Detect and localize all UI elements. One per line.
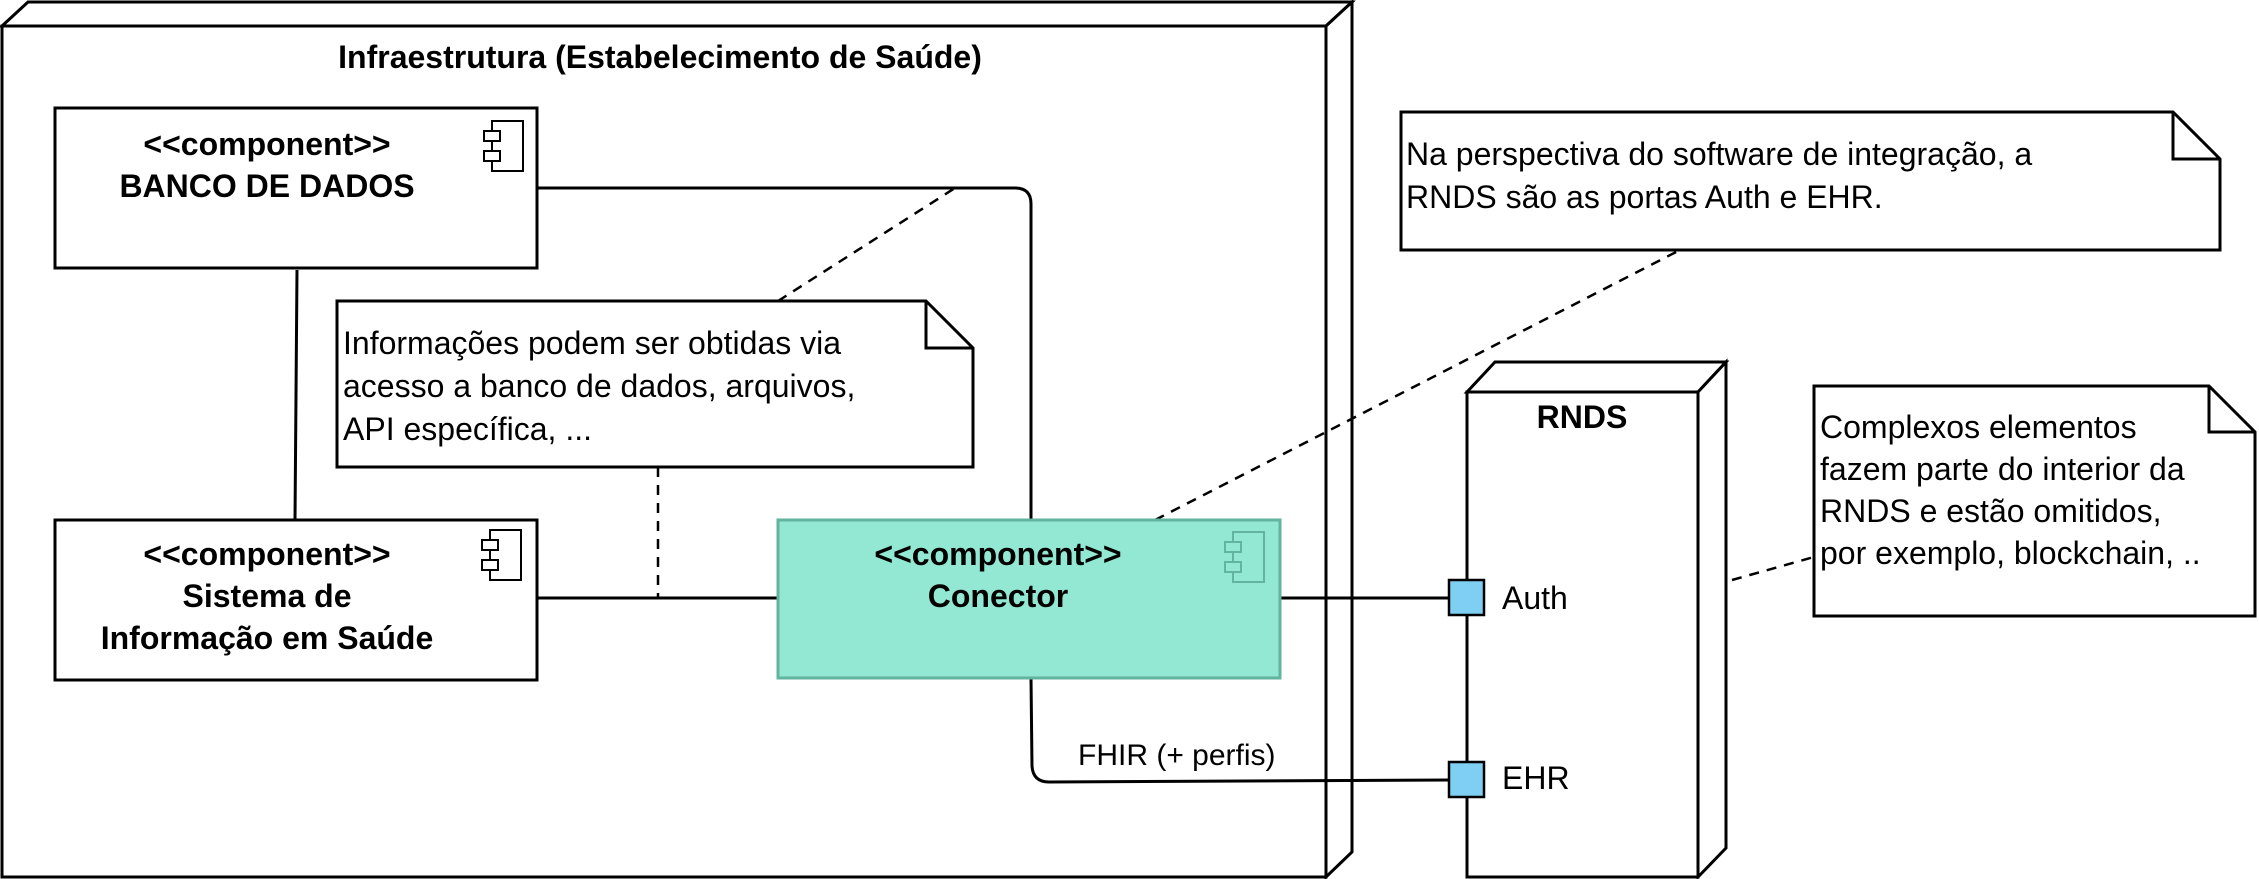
rnds-node-top — [1463, 360, 1730, 394]
note-line-2: fazem parte do interior da — [1820, 451, 2185, 487]
rnds-node: RNDS — [1463, 358, 1730, 879]
component-icon — [483, 120, 524, 172]
note-fold — [2207, 386, 2255, 434]
connector-conector-ehr — [1029, 677, 1450, 784]
component-stereotype: <<component>> — [143, 126, 390, 162]
rnds-node-side — [1696, 358, 1728, 879]
note-complexos: Complexos elementos fazem parte do inter… — [1812, 384, 2257, 618]
note-perspectiva: Na perspectiva do software de integração… — [1399, 110, 2222, 252]
port-auth-label: Auth — [1502, 580, 1568, 616]
note-body — [1399, 110, 2222, 252]
note-body — [335, 299, 975, 469]
infra-node-top — [0, 0, 1356, 28]
note-informacoes: Informações podem ser obtidas via acesso… — [335, 299, 975, 469]
component-stereotype: <<component>> — [874, 536, 1121, 572]
anchor-perspectiva-note — [1154, 248, 1681, 522]
fhir-connector-label: FHIR (+ perfis) — [1078, 739, 1276, 772]
note-line-1: Na perspectiva do software de integração… — [1406, 136, 2032, 172]
component-conector: <<component>> Conector — [776, 518, 1282, 680]
component-box — [53, 106, 539, 270]
infra-node-side — [1324, 0, 1354, 879]
note-line-2: RNDS são as portas Auth e EHR. — [1406, 179, 1883, 215]
note-anchors — [656, 186, 1815, 598]
note-fold — [2171, 112, 2220, 161]
note-line-3: RNDS e estão omitidos, — [1820, 493, 2161, 529]
component-icon — [481, 529, 522, 581]
component-stereotype: <<component>> — [143, 536, 390, 572]
component-banco-de-dados: <<component>> BANCO DE DADOS — [53, 106, 539, 270]
connectors — [293, 186, 1469, 784]
component-name: Conector — [928, 578, 1068, 614]
component-box — [53, 518, 539, 682]
component-box — [776, 518, 1282, 680]
connector-banco-sistema — [293, 269, 299, 521]
port-ehr — [1447, 760, 1486, 799]
connector-banco-conector — [537, 186, 1033, 520]
port-auth — [1447, 578, 1486, 617]
note-line-1: Complexos elementos — [1820, 409, 2137, 445]
port-ehr-label: EHR — [1502, 760, 1570, 796]
anchor-complexos-note — [1731, 555, 1815, 582]
component-sistema-informacao: <<component>> Sistema de Informação em S… — [53, 518, 539, 682]
component-name-line-1: Sistema de — [183, 578, 352, 614]
component-name: BANCO DE DADOS — [119, 168, 414, 204]
rnds-node-title: RNDS — [1537, 399, 1628, 435]
note-line-1: Informações podem ser obtidas via — [343, 325, 841, 361]
note-line-2: acesso a banco de dados, arquivos, — [343, 368, 855, 404]
infra-node-title: Infraestrutura (Estabelecimento de Saúde… — [338, 39, 982, 75]
note-fold — [924, 301, 973, 350]
note-line-3: API específica, ... — [343, 411, 592, 447]
component-name-line-2: Informação em Saúde — [101, 620, 434, 656]
note-body — [1812, 384, 2257, 618]
note-line-4: por exemplo, blockchain, .. — [1820, 535, 2201, 571]
component-icon — [1224, 531, 1265, 583]
rnds-node-front — [1465, 390, 1700, 879]
